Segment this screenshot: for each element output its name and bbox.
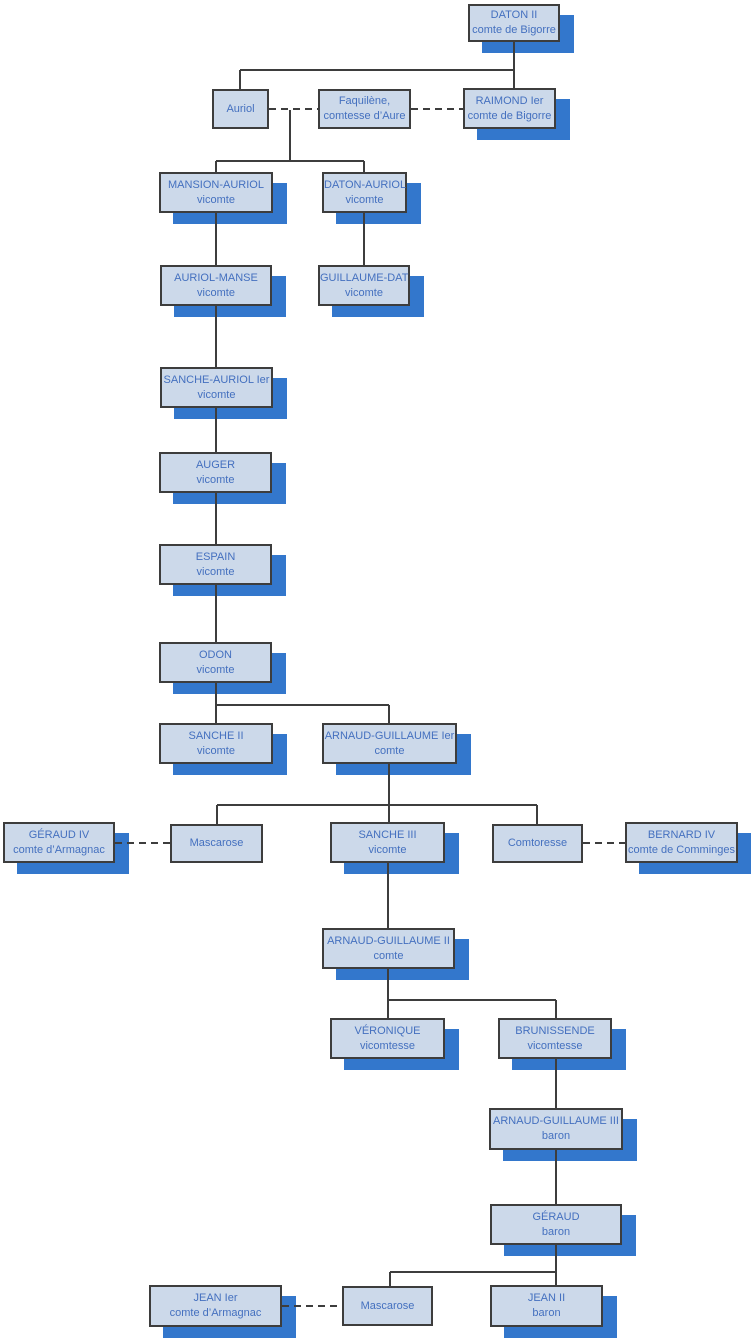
person-title: vicomte [197, 744, 235, 757]
person-title: vicomte [345, 193, 384, 206]
tree-node-guillaume-dat: GUILLAUME-DAT vicomte [318, 265, 410, 306]
tree-node-brunissende: BRUNISSENDE vicomtesse [498, 1018, 612, 1059]
person-name: ARNAUD-GUILLAUME Ier [324, 729, 455, 742]
person-name: DATON II [490, 9, 538, 21]
person-title: comte d’Armagnac [169, 1307, 262, 1319]
person-name: ESPAIN [195, 550, 236, 563]
tree-node-raimond-ier: RAIMOND Ier comte de Bigorre [463, 88, 556, 129]
person-title: comte d’Armagnac [13, 843, 105, 856]
person-name: BERNARD IV [647, 828, 716, 841]
tree-node-sanche-iii: SANCHE III vicomte [330, 822, 445, 863]
person-title: vicomte [197, 286, 235, 299]
person-title: vicomte [197, 388, 236, 401]
tree-node-auriol-manse: AURIOL-MANSE vicomte [160, 265, 272, 306]
person-title: comte [374, 744, 405, 757]
person-title: vicomte [345, 286, 383, 299]
person-title: baron [541, 1225, 571, 1238]
tree-node-sanche-auriol-ier: SANCHE-AURIOL Ier vicomte [160, 367, 273, 408]
person-title: comte de Bigorre [467, 109, 552, 122]
person-name: Comtoresse [507, 837, 568, 849]
person-name: Mascarose [360, 1299, 415, 1312]
person-name: SANCHE II [188, 729, 244, 742]
person-title: vicomtesse [359, 1039, 416, 1052]
tree-node-jean-ier: JEAN Ier comte d’Armagnac [149, 1285, 282, 1327]
person-title: vicomte [196, 663, 235, 676]
person-title: vicomte [196, 473, 235, 486]
person-name: AURIOL-MANSE [174, 271, 258, 284]
person-name: Auriol [226, 102, 255, 115]
person-name: Mascarose [189, 837, 244, 849]
tree-node-mascarose-2: Mascarose [342, 1286, 433, 1326]
tree-node-auriol: Auriol [212, 89, 269, 129]
tree-node-jean-ii: JEAN II baron [490, 1285, 603, 1327]
tree-node-arnaud-guillaume-ier: ARNAUD-GUILLAUME Ier comte [322, 723, 457, 764]
person-name: ARNAUD-GUILLAUME III [493, 1115, 619, 1127]
person-title: baron [532, 1307, 561, 1319]
person-title: vicomte [197, 193, 235, 206]
person-title: comte de Bigorre [472, 24, 556, 36]
person-name: GÉRAUD [532, 1210, 580, 1223]
person-name: SANCHE III [358, 828, 417, 841]
tree-node-odon: ODON vicomte [159, 642, 272, 683]
tree-node-auger: AUGER vicomte [159, 452, 272, 493]
person-name: RAIMOND Ier [475, 94, 544, 107]
person-name: AUGER [195, 458, 236, 471]
person-name: JEAN Ier [193, 1292, 238, 1304]
person-title: baron [541, 1130, 571, 1142]
person-name: ODON [199, 648, 232, 661]
person-name: JEAN II [527, 1292, 566, 1304]
person-name: MANSION-AURIOL [168, 178, 264, 191]
person-name: SANCHE-AURIOL Ier [163, 373, 270, 386]
tree-node-veronique: VÉRONIQUE vicomtesse [330, 1018, 445, 1059]
tree-node-mansion-auriol: MANSION-AURIOL vicomte [159, 172, 273, 213]
person-name: VÉRONIQUE [354, 1024, 421, 1037]
person-name: BRUNISSENDE [515, 1024, 595, 1037]
person-name: GÉRAUD IV [28, 828, 90, 841]
person-name: DATON-AURIOL [324, 178, 407, 191]
tree-node-daton-ii: DATON II comte de Bigorre [468, 4, 560, 42]
person-title: vicomtesse [527, 1039, 583, 1052]
person-name: GUILLAUME-DAT [320, 271, 409, 284]
tree-node-sanche-ii: SANCHE II vicomte [159, 723, 273, 764]
person-title: comte de Comminges [628, 843, 735, 856]
person-name: ARNAUD-GUILLAUME II [327, 934, 450, 947]
tree-node-arnaud-guillaume-ii: ARNAUD-GUILLAUME II comte [322, 928, 455, 969]
tree-node-espain: ESPAIN vicomte [159, 544, 272, 585]
tree-node-faquilene: Faquilène, comtesse d’Aure [318, 89, 411, 129]
tree-node-arnaud-guillaume-iii: ARNAUD-GUILLAUME III baron [489, 1108, 623, 1150]
tree-node-comtoresse: Comtoresse [492, 824, 583, 863]
person-title: comte [373, 949, 404, 962]
tree-node-daton-auriol: DATON-AURIOL vicomte [322, 172, 407, 213]
person-name: Faquilène, [338, 95, 391, 107]
person-title: comtesse d’Aure [323, 110, 406, 122]
tree-node-geraud-iv: GÉRAUD IV comte d’Armagnac [3, 822, 115, 863]
tree-node-geraud: GÉRAUD baron [490, 1204, 622, 1245]
person-title: vicomte [368, 843, 407, 856]
person-title: vicomte [196, 565, 235, 578]
tree-node-bernard-iv: BERNARD IV comte de Comminges [625, 822, 738, 863]
tree-node-mascarose-1: Mascarose [170, 824, 263, 863]
